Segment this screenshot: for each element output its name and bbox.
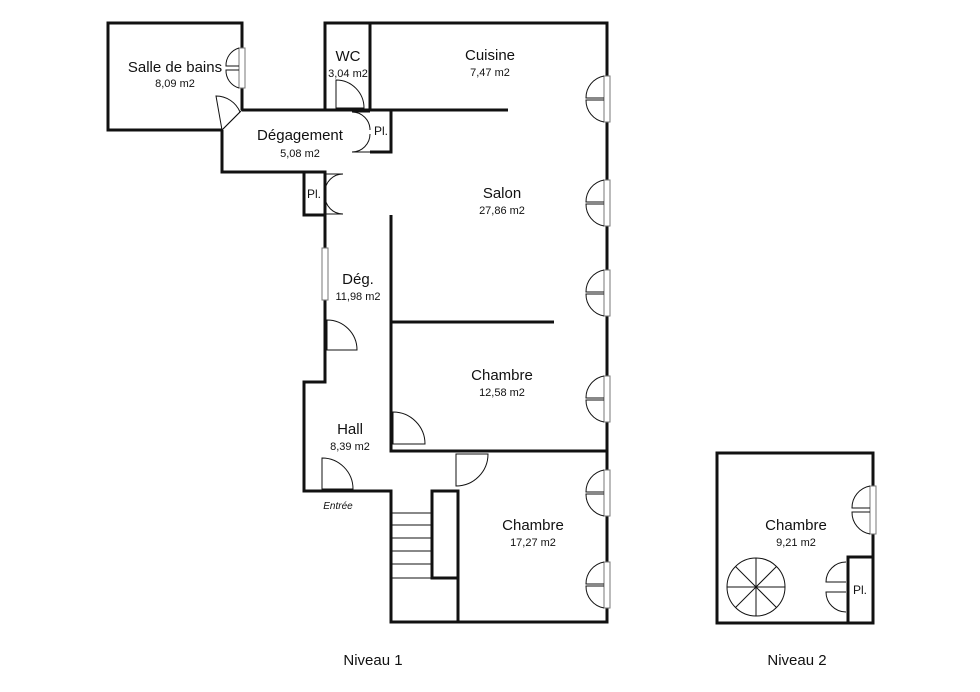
room-area-chambre-1: 12,58 m2: [479, 387, 525, 399]
door-entree: [321, 457, 354, 490]
door-salle-de-bains: [215, 95, 243, 132]
door-wc: [335, 79, 365, 109]
wall-deg-left: [302, 215, 458, 624]
room-area-salon: 27,86 m2: [479, 205, 525, 217]
closet-label-3: Pl.: [853, 583, 867, 597]
window-salon-2: [585, 269, 611, 317]
window-chambre-2a: [585, 469, 611, 517]
room-name-cuisine: Cuisine: [465, 47, 515, 64]
room-name-wc: WC: [336, 48, 361, 65]
entrance-label: Entrée: [323, 501, 353, 512]
room-area-hall: 8,39 m2: [330, 441, 370, 453]
window-salon-1: [585, 179, 611, 227]
door-placard-level-2: [825, 561, 847, 613]
room-area-cuisine: 7,47 m2: [470, 67, 510, 79]
spiral-staircase: [726, 557, 786, 617]
room-name-chambre-2: Chambre: [502, 517, 564, 534]
door-placard-1: [351, 111, 371, 153]
room-name-hall: Hall: [337, 421, 363, 438]
level-labels: Niveau 1 Niveau 2: [343, 652, 826, 669]
window-chambre-1: [585, 375, 611, 423]
door-placard-2: [324, 173, 344, 215]
closet-labels: Pl. Pl. Pl.: [307, 124, 867, 597]
window-chambre-level-2: [851, 485, 877, 535]
window-chambre-2b: [585, 561, 611, 609]
doors: [215, 79, 489, 490]
room-area-wc: 3,04 m2: [328, 68, 368, 80]
window-salle-de-bains: [225, 47, 246, 89]
wall-chambre-level-2: [715, 451, 875, 625]
closet-label-1: Pl.: [374, 124, 388, 138]
windows: [225, 47, 611, 609]
room-area-salle-de-bains: 8,09 m2: [155, 78, 195, 90]
room-name-chambre-3: Chambre: [765, 517, 827, 534]
room-name-chambre-1: Chambre: [471, 367, 533, 384]
room-name-deg: Dég.: [342, 271, 374, 288]
level-2-label: Niveau 2: [767, 652, 826, 669]
level-1-label: Niveau 1: [343, 652, 402, 669]
room-area-chambre-2: 17,27 m2: [510, 537, 556, 549]
room-name-salle-de-bains: Salle de bains: [128, 59, 222, 76]
wall-placard-level-2: [846, 555, 873, 623]
room-area-chambre-3: 9,21 m2: [776, 537, 816, 549]
door-deg: [326, 319, 358, 351]
wall-salon-inner: [389, 215, 607, 453]
closet-label-2: Pl.: [307, 187, 321, 201]
wall-degagement-bottom: [220, 130, 327, 217]
wall-wc: [323, 21, 370, 110]
staircase: [391, 512, 432, 579]
door-chambre-1: [392, 411, 426, 445]
window-deg: [321, 247, 329, 301]
door-chambre-2: [455, 453, 489, 487]
room-name-salon: Salon: [483, 185, 521, 202]
level-2-walls: [715, 451, 877, 625]
room-area-degagement: 5,08 m2: [280, 148, 320, 160]
room-name-degagement: Dégagement: [257, 127, 344, 144]
room-labels: Salle de bains 8,09 m2 WC 3,04 m2 Cuisin…: [128, 47, 827, 549]
room-area-deg: 11,98 m2: [335, 291, 380, 303]
wall-salle-de-bains: [106, 21, 244, 132]
window-cuisine: [585, 75, 611, 123]
